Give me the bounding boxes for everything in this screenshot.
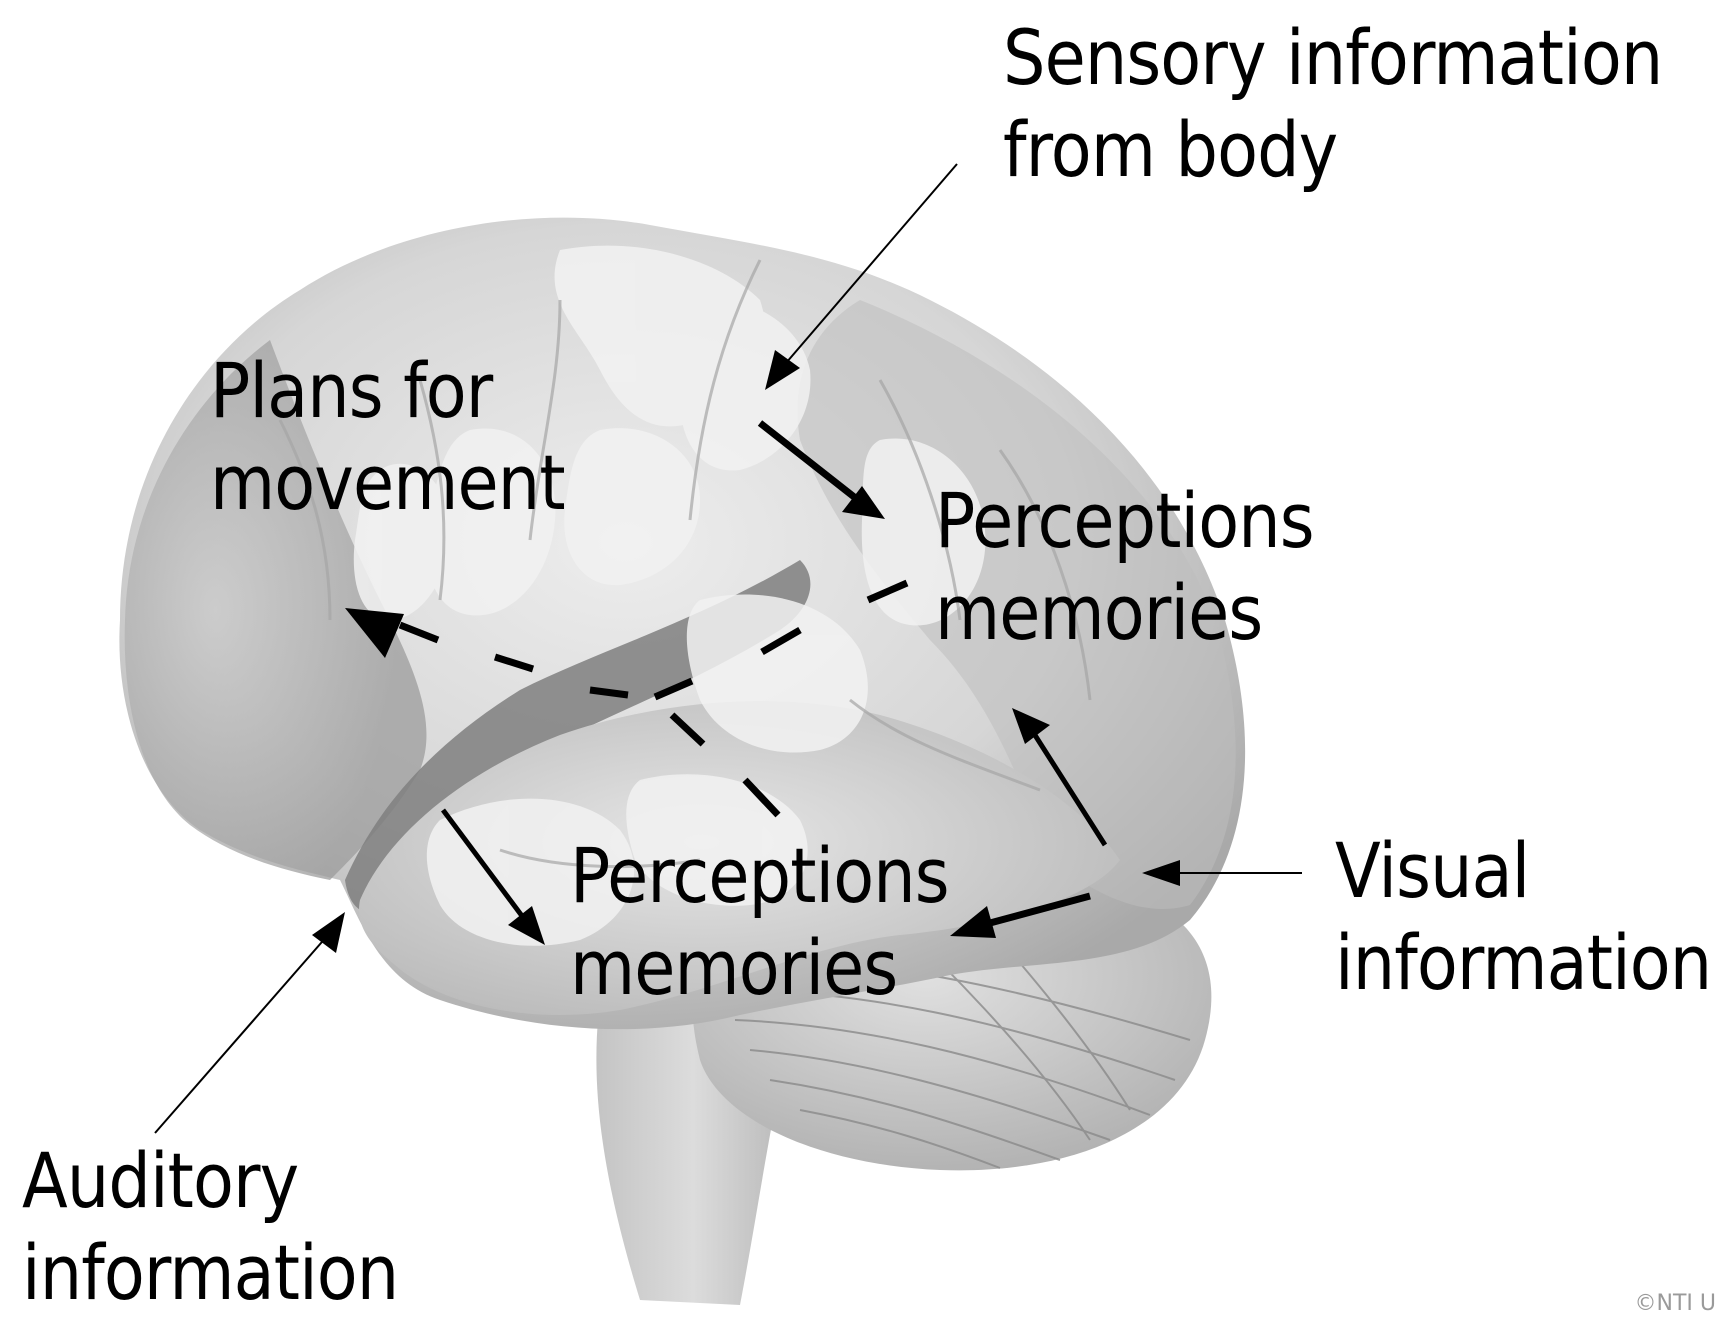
- copyright-notice: ©NTI U: [1635, 1291, 1716, 1316]
- arrow-auditory-input: [155, 912, 345, 1133]
- label-visual-line2: information: [1335, 917, 1711, 1009]
- label-visual-line1: Visual: [1335, 825, 1711, 917]
- label-perceptions-lower-line1: Perceptions: [570, 830, 949, 922]
- label-auditory-information: Auditory information: [22, 1135, 398, 1319]
- label-plans-line2: movement: [210, 437, 565, 529]
- label-perceptions-lower-line2: memories: [570, 922, 949, 1014]
- label-visual-information: Visual information: [1335, 825, 1711, 1009]
- label-auditory-line1: Auditory: [22, 1135, 398, 1227]
- label-plans-line1: Plans for: [210, 345, 565, 437]
- label-perceptions-lower: Perceptions memories: [570, 830, 949, 1014]
- label-auditory-line2: information: [22, 1227, 398, 1319]
- label-sensory-line2: from body: [1003, 104, 1662, 196]
- label-perceptions-upper-line1: Perceptions: [935, 475, 1314, 567]
- label-sensory-information: Sensory information from body: [1003, 12, 1662, 196]
- label-perceptions-upper-line2: memories: [935, 567, 1314, 659]
- label-plans-for-movement: Plans for movement: [210, 345, 565, 529]
- label-sensory-line1: Sensory information: [1003, 12, 1662, 104]
- label-perceptions-upper: Perceptions memories: [935, 475, 1314, 659]
